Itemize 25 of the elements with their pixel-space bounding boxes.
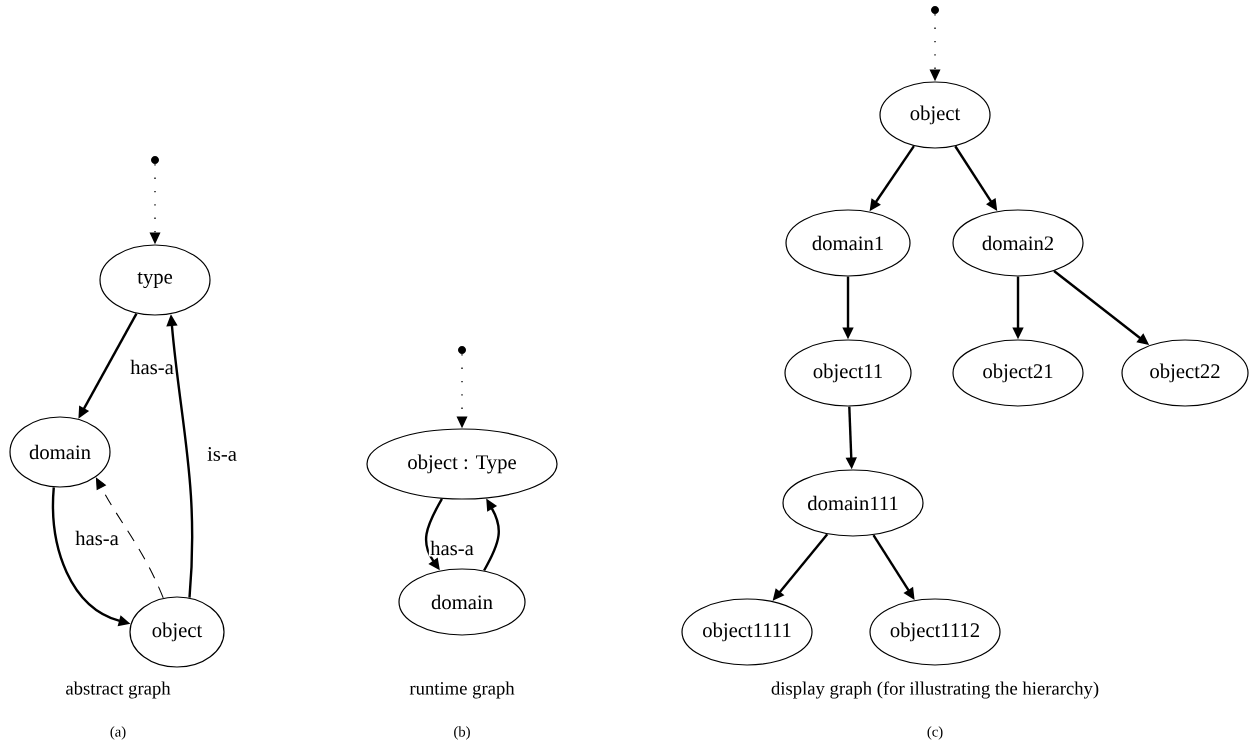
edge-label: is-a [205, 445, 239, 463]
ellipse-node: object [129, 596, 225, 668]
ellipse-node: object : Type [366, 428, 558, 500]
arrow [95, 477, 164, 599]
subfigure-label: (c) [927, 726, 943, 740]
ellipse-node: object22 [1121, 339, 1249, 407]
ellipse-node: object11 [784, 339, 912, 407]
caption: abstract graph [66, 681, 171, 699]
ellipse-node: domain [398, 568, 526, 636]
edge-label: has-a [428, 539, 476, 557]
ellipse-node: domain1 [785, 209, 911, 277]
caption: runtime graph [409, 681, 515, 699]
caption: display graph (for illustrating the hierarchy) [771, 681, 1099, 699]
ellipse-node: domain [9, 416, 111, 488]
edge-label: has-a [73, 529, 121, 547]
ellipse-node: object1112 [869, 598, 1001, 666]
ellipse-node: object1111 [681, 598, 813, 666]
ellipse-node: domain111 [782, 469, 924, 537]
ellipse-node: object [879, 81, 991, 149]
ellipse-node: domain2 [952, 209, 1084, 277]
subfigure-label: (a) [110, 726, 126, 740]
ellipse-node: type [99, 244, 211, 316]
subfigure-label: (b) [454, 726, 470, 740]
edge-label: has-a [128, 358, 176, 376]
ellipse-node: object21 [952, 339, 1084, 407]
